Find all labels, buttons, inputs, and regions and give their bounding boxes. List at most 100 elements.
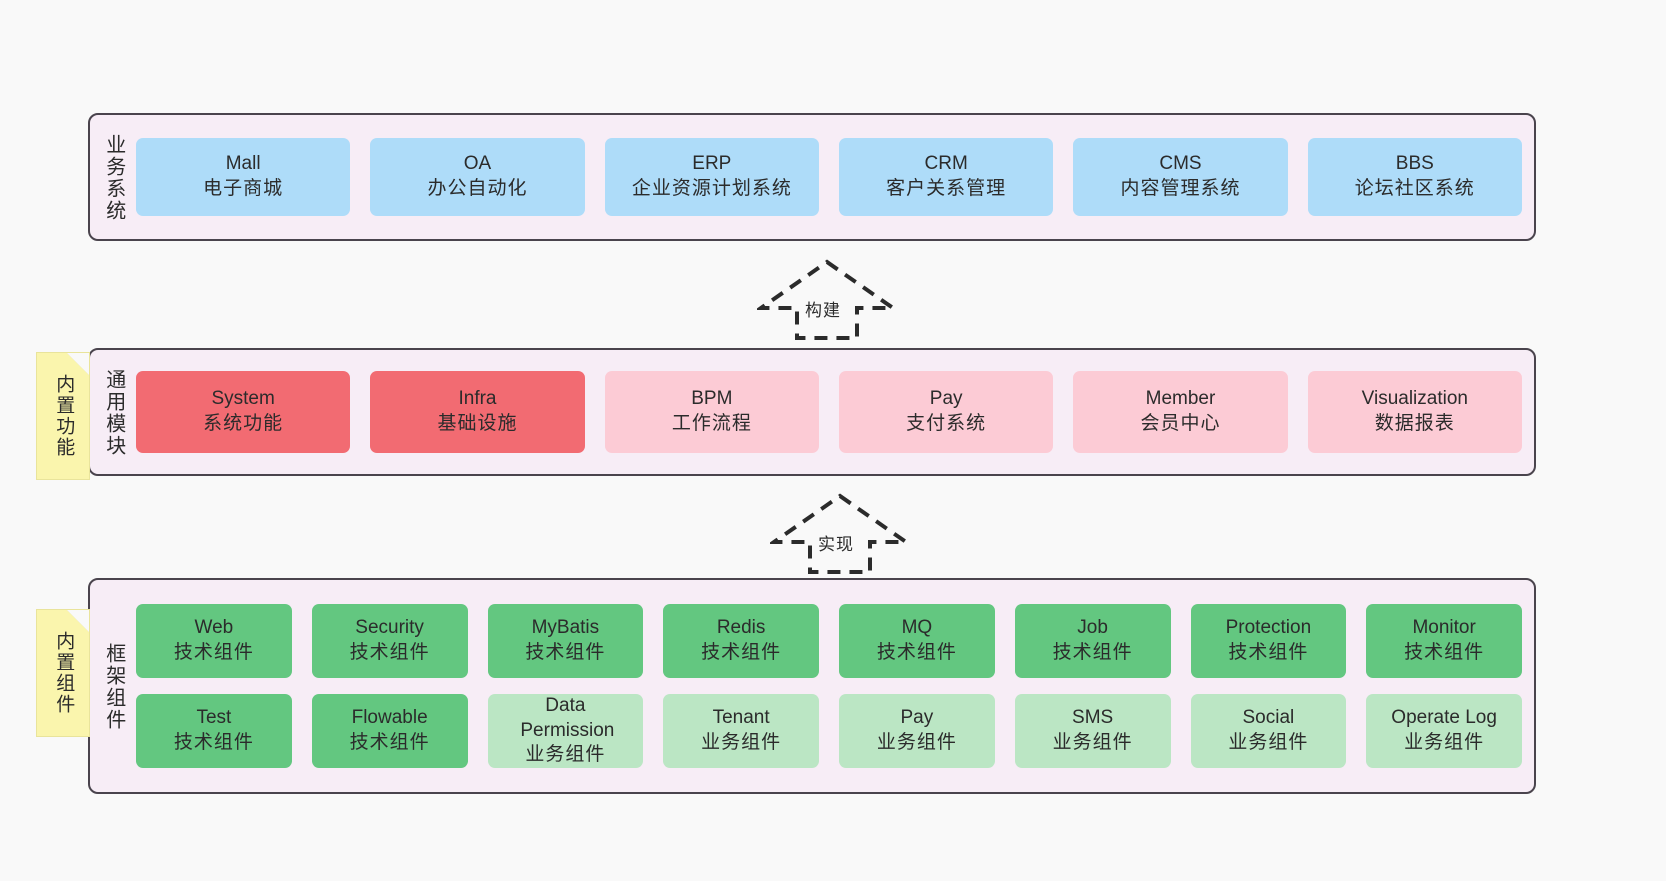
card-row: System 系统功能 Infra 基础设施 BPM 工作流程 Pay 支付系统…: [136, 371, 1522, 453]
card-row: Web 技术组件 Security 技术组件 MyBatis 技术组件 Redi…: [136, 604, 1522, 678]
card-mq[interactable]: MQ 技术组件: [839, 604, 995, 678]
card-subtitle: 系统功能: [203, 413, 284, 434]
card-system[interactable]: System 系统功能: [136, 371, 351, 453]
card-subtitle: 论坛社区系统: [1354, 178, 1475, 199]
layer-label: 业务系统: [102, 134, 125, 222]
card-row: Test 技术组件 Flowable 技术组件 Data Permission …: [136, 694, 1522, 768]
card-security[interactable]: Security 技术组件: [311, 604, 468, 678]
layer-label: 通用模块: [102, 369, 125, 457]
dashed-up-arrow-icon: [754, 259, 900, 340]
card-flowable[interactable]: Flowable 技术组件: [311, 694, 468, 768]
card-infra[interactable]: Infra 基础设施: [370, 371, 585, 453]
card-mybatis[interactable]: MyBatis 技术组件: [487, 604, 644, 678]
card-title: Pay: [929, 388, 963, 410]
card-redis[interactable]: Redis 技术组件: [663, 604, 819, 678]
layer-framework-components: 框架组件 Web 技术组件 Security 技术组件 MyBatis 技术组件…: [88, 578, 1536, 794]
card-sms[interactable]: SMS 业务组件: [1014, 694, 1171, 768]
card-data-permission[interactable]: Data Permission 业务组件: [487, 694, 644, 768]
card-row: Mall 电子商城 OA 办公自动化 ERP 企业资源计划系统 CRM 客户关系…: [136, 138, 1522, 216]
card-title: Test: [196, 707, 232, 729]
card-title: Data Permission: [520, 694, 615, 741]
card-subtitle: 业务组件: [1228, 732, 1309, 753]
card-title: Visualization: [1361, 388, 1468, 410]
card-social[interactable]: Social 业务组件: [1190, 694, 1347, 768]
card-tenant[interactable]: Tenant 业务组件: [663, 694, 819, 768]
card-title: Infra: [458, 388, 497, 410]
card-title: ERP: [692, 153, 732, 175]
card-title: BPM: [691, 388, 733, 410]
card-subtitle: 业务组件: [525, 744, 606, 766]
card-title: OA: [463, 153, 492, 175]
card-subtitle: 技术组件: [525, 642, 606, 663]
card-subtitle: 技术组件: [349, 732, 430, 753]
card-title: Tenant: [712, 707, 770, 729]
card-title: Security: [355, 617, 424, 639]
card-subtitle: 业务组件: [701, 732, 782, 753]
card-title: Member: [1145, 388, 1216, 410]
sticky-note-label: 内置组件: [53, 631, 75, 715]
layer-body-framework-components: Web 技术组件 Security 技术组件 MyBatis 技术组件 Redi…: [136, 580, 1534, 792]
card-protection[interactable]: Protection 技术组件: [1190, 604, 1347, 678]
card-oa[interactable]: OA 办公自动化: [370, 138, 585, 216]
sticky-note-builtin-components[interactable]: 内置组件: [36, 609, 90, 737]
card-crm[interactable]: CRM 客户关系管理: [838, 138, 1054, 216]
layer-label: 框架组件: [102, 643, 125, 731]
card-subtitle: 业务组件: [1404, 732, 1485, 753]
layer-title-business-systems: 业务系统: [90, 115, 136, 239]
connector-label: 构建: [805, 301, 841, 320]
card-subtitle: 电子商城: [203, 178, 284, 199]
card-mall[interactable]: Mall 电子商城: [136, 138, 351, 216]
card-subtitle: 会员中心: [1140, 413, 1221, 434]
card-subtitle: 技术组件: [1404, 642, 1485, 663]
card-title: Job: [1077, 617, 1108, 639]
card-cms[interactable]: CMS 内容管理系统: [1073, 138, 1288, 216]
card-subtitle: 业务组件: [1052, 732, 1133, 753]
layer-body-business-systems: Mall 电子商城 OA 办公自动化 ERP 企业资源计划系统 CRM 客户关系…: [136, 115, 1534, 239]
card-subtitle: 基础设施: [437, 413, 518, 434]
layer-business-systems: 业务系统 Mall 电子商城 OA 办公自动化 ERP 企业资源计划系统 CRM: [88, 113, 1536, 241]
sticky-note-builtin-features[interactable]: 内置功能: [36, 352, 90, 480]
card-monitor[interactable]: Monitor 技术组件: [1366, 604, 1522, 678]
card-operate-log[interactable]: Operate Log 业务组件: [1366, 694, 1522, 768]
card-subtitle: 数据报表: [1374, 413, 1455, 434]
card-subtitle: 企业资源计划系统: [631, 178, 792, 199]
card-job[interactable]: Job 技术组件: [1014, 604, 1171, 678]
card-erp[interactable]: ERP 企业资源计划系统: [604, 138, 819, 216]
card-subtitle: 业务组件: [876, 732, 957, 753]
layer-title-framework-components: 框架组件: [90, 580, 136, 792]
card-title: MyBatis: [531, 617, 600, 639]
card-title: System: [211, 388, 275, 410]
card-subtitle: 内容管理系统: [1120, 178, 1241, 199]
card-subtitle: 技术组件: [349, 642, 430, 663]
card-subtitle: 技术组件: [1052, 642, 1133, 663]
connector-build: 构建: [754, 258, 900, 342]
card-title: Protection: [1225, 617, 1312, 639]
card-title: Operate Log: [1391, 707, 1497, 729]
card-title: Mall: [225, 153, 261, 175]
card-title: Pay: [900, 707, 934, 729]
card-pay[interactable]: Pay 支付系统: [838, 371, 1054, 453]
card-title: Flowable: [351, 707, 428, 729]
card-bpm[interactable]: BPM 工作流程: [604, 371, 819, 453]
card-subtitle: 办公自动化: [427, 178, 528, 199]
card-title: CMS: [1159, 153, 1202, 175]
card-title: SMS: [1072, 707, 1114, 729]
card-title: Redis: [716, 617, 766, 639]
card-subtitle: 工作流程: [671, 413, 752, 434]
card-title: Web: [194, 617, 234, 639]
layer-body-common-modules: System 系统功能 Infra 基础设施 BPM 工作流程 Pay 支付系统…: [136, 350, 1534, 474]
card-subtitle: 技术组件: [1228, 642, 1309, 663]
card-web[interactable]: Web 技术组件: [136, 604, 292, 678]
card-test[interactable]: Test 技术组件: [136, 694, 292, 768]
card-title: BBS: [1395, 153, 1434, 175]
card-subtitle: 技术组件: [876, 642, 957, 663]
sticky-note-label: 内置功能: [53, 374, 75, 458]
connector-implement: 实现: [767, 492, 913, 576]
card-subtitle: 技术组件: [173, 642, 254, 663]
card-pay-business[interactable]: Pay 业务组件: [839, 694, 995, 768]
card-bbs[interactable]: BBS 论坛社区系统: [1307, 138, 1522, 216]
card-visualization[interactable]: Visualization 数据报表: [1307, 371, 1522, 453]
dashed-up-arrow-icon: [767, 493, 913, 574]
card-member[interactable]: Member 会员中心: [1073, 371, 1288, 453]
